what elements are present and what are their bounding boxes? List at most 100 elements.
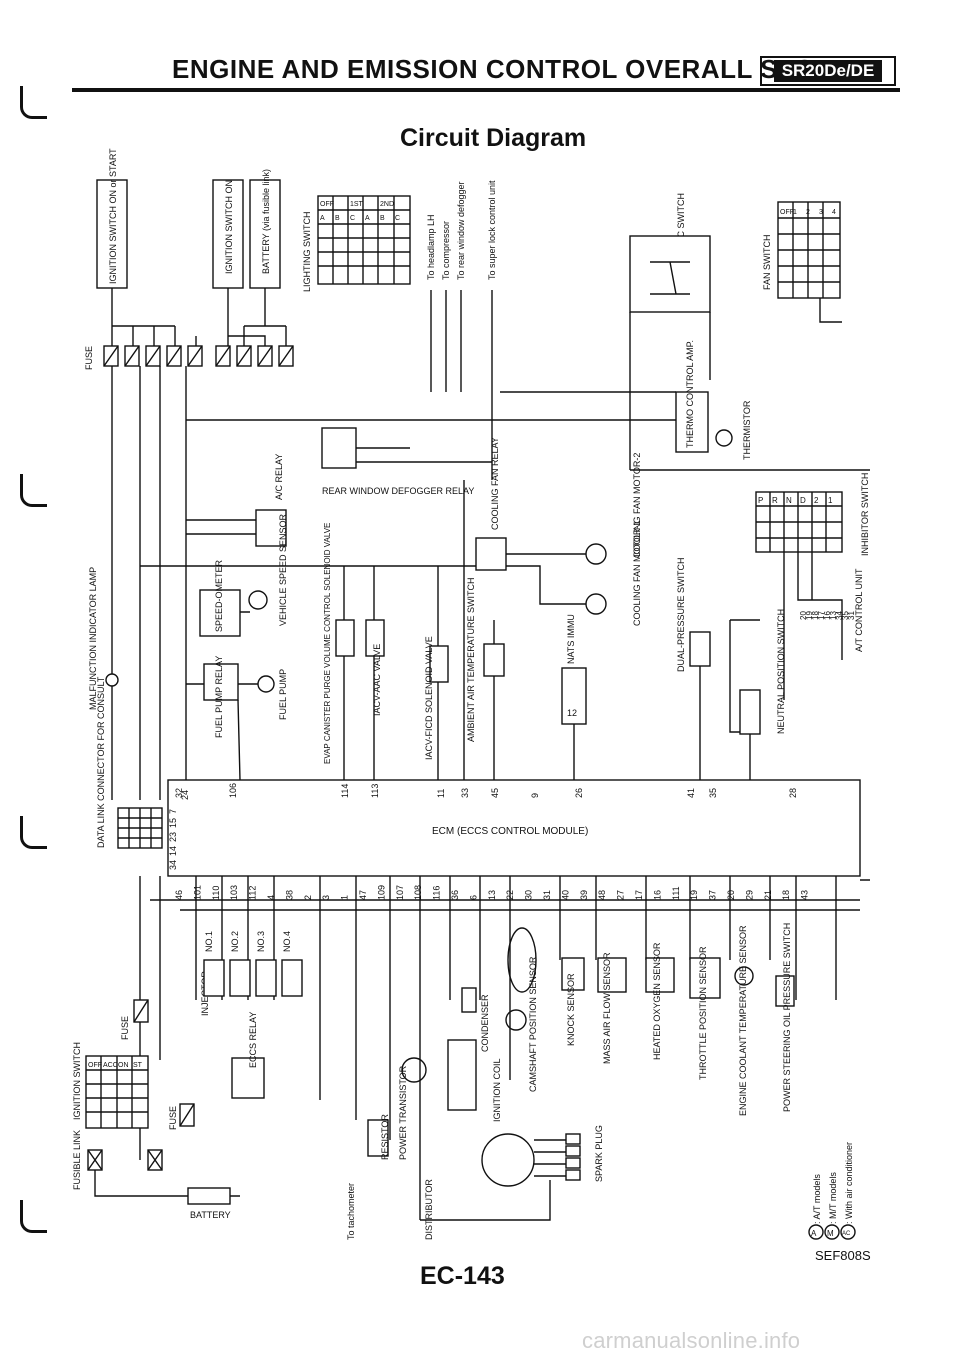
ecm-pin-number: 47	[358, 890, 368, 900]
ect-sensor-icon	[734, 966, 754, 986]
battery-box	[187, 1187, 231, 1205]
injector-2-number: NO.2	[230, 931, 240, 952]
at-pin-number: 35	[841, 611, 850, 620]
ecm-pin-number: 18	[781, 890, 791, 900]
fuel-pump-relay-box	[203, 663, 239, 701]
ecm-pin-number: 32	[174, 788, 184, 798]
lighting-row-label: C	[350, 215, 355, 222]
diagram-title: Circuit Diagram	[400, 124, 587, 152]
ecm-pin-number: 26	[574, 788, 584, 798]
speedometer-label: SPEED-OMETER	[214, 559, 224, 632]
fuse-bottom-label: FUSE	[120, 1016, 130, 1040]
at-control-unit-label: A/T CONTROL UNIT	[854, 568, 864, 652]
injector-1-number: NO.1	[204, 931, 214, 952]
fuel-pump-label: FUEL PUMP	[278, 669, 288, 720]
maf-sensor-label: MASS AIR FLOW SENSOR	[602, 952, 612, 1064]
cooling-fan-motor-2-icon	[585, 543, 607, 565]
inhibitor-switch-label: INHIBITOR SWITCH	[860, 473, 870, 556]
injector-1-icon	[203, 959, 225, 997]
ignition-switch-start-box	[96, 179, 128, 289]
neutral-switch-box	[739, 689, 761, 735]
knock-sensor-label: KNOCK SENSOR	[566, 973, 576, 1046]
battery-fusible-label: BATTERY (via fusible link)	[261, 169, 271, 274]
injector-4-icon	[281, 959, 303, 997]
ecm-module-label: ECM (ECCS CONTROL MODULE)	[432, 826, 588, 837]
watermark: carmanualsonline.info	[582, 1328, 801, 1353]
output-headlamp: To headlamp LH	[426, 214, 436, 280]
cooling-fan-relay-box	[475, 537, 507, 571]
legend-symbol	[824, 1224, 840, 1240]
ecm-pin-number: 2	[303, 895, 313, 900]
ecm-pin-number: 13	[487, 890, 497, 900]
lighting-column-label: OFF	[320, 201, 334, 208]
injector-3-number: NO.3	[256, 931, 266, 952]
fuse-bottom-2-label: FUSE	[168, 1106, 178, 1130]
ecm-pin-number: 41	[686, 788, 696, 798]
ecm-pin-number: 29	[744, 890, 754, 900]
output-compressor: To compressor	[441, 221, 451, 280]
iacv-ficd-valve-label: IACV-FICD SOLENOID VALVE	[424, 636, 434, 760]
ignition-column-label: OFF	[88, 1062, 102, 1069]
ecm-module-box	[167, 779, 861, 877]
ac-switch-label: A/C SWITCH	[676, 193, 686, 246]
ac-switch-box	[629, 235, 711, 313]
ecm-pin-number: 11	[436, 789, 446, 798]
distributor-label: DISTRIBUTOR	[424, 1179, 434, 1240]
ignition-column-label: ST	[133, 1062, 143, 1069]
vehicle-speed-sensor-icon	[248, 590, 268, 610]
lighting-column-label: 2ND	[380, 201, 394, 208]
at-pin-number: 17	[817, 611, 826, 620]
spark-plug-icon	[565, 1157, 581, 1169]
ecm-pin-number: 6	[468, 895, 478, 900]
ecm-pin-number: 38	[284, 890, 294, 900]
ecm-pin-number: 3	[321, 895, 331, 900]
ecm-pin-number: 106	[228, 783, 238, 798]
thermistor-icon	[715, 429, 733, 447]
output-super-lock: To super lock control unit	[487, 180, 497, 280]
cooling-fan-relay-label: COOLING FAN RELAY	[490, 437, 500, 530]
power-transistor-label: POWER TRANSISTOR	[398, 1065, 408, 1160]
nats-label: NATS IMMU	[566, 614, 576, 664]
mil-label: MALFUNCTION INDICATOR LAMP	[88, 567, 98, 710]
ecm-pin-number: 110	[211, 886, 221, 900]
ecm-pin-number: 114	[340, 784, 350, 798]
fuel-pump-icon	[257, 675, 275, 693]
ecm-pin-number: 34	[168, 860, 178, 870]
tps-sensor-label: THROTTLE POSITION SENSOR	[698, 946, 708, 1080]
ecm-pin-number: 24	[180, 790, 190, 800]
ecm-pin-number: 37	[708, 890, 718, 900]
ignition-switch-on-label: IGNITION SWITCH ON	[224, 180, 234, 274]
ambient-air-switch-label: AMBIENT AIR TEMPERATURE SWITCH	[466, 577, 476, 742]
legend-text: : With air conditioner	[844, 1142, 854, 1224]
camshaft-sensor-icon	[505, 1009, 527, 1031]
thermo-amp-label: THERMO CONTROL AMP.	[685, 340, 695, 448]
ecm-pin-number: 112	[248, 886, 258, 900]
power-transistor-icon	[401, 1057, 427, 1083]
lighting-row-label: B	[335, 215, 340, 222]
ignition-switch-on-box	[212, 179, 244, 289]
ecm-pin-number: 28	[788, 788, 798, 798]
fan-column-label: 3	[819, 209, 823, 216]
ecm-pin-number: 111	[671, 886, 681, 900]
ambient-air-switch-box	[483, 643, 505, 677]
ecm-pin-number: 1	[340, 895, 350, 900]
lighting-switch-label: LIGHTING SWITCH	[302, 212, 312, 293]
at-pin-number: 34	[835, 611, 844, 620]
legend-symbol	[808, 1224, 824, 1240]
fuse-row	[103, 345, 294, 367]
page-number: EC-143	[420, 1262, 505, 1290]
distributor-rotor-icon	[481, 1133, 535, 1187]
fusible-link-label: FUSIBLE LINK	[72, 1130, 82, 1190]
figure-code: SEF808S	[815, 1248, 871, 1263]
ecm-pin-number: 27	[616, 890, 626, 900]
ecm-pin-number: 108	[413, 885, 423, 900]
spark-plug-icon	[565, 1145, 581, 1157]
power-steering-switch-box	[775, 975, 795, 1007]
fan-column-label: 4	[832, 209, 836, 216]
injector-3-icon	[255, 959, 277, 997]
neutral-switch-label: NEUTRAL POSITION SWITCH	[776, 609, 786, 734]
mil-lamp-icon	[105, 673, 119, 687]
camshaft-sensor-label: CAMSHAFT POSITION SENSOR	[528, 956, 538, 1092]
